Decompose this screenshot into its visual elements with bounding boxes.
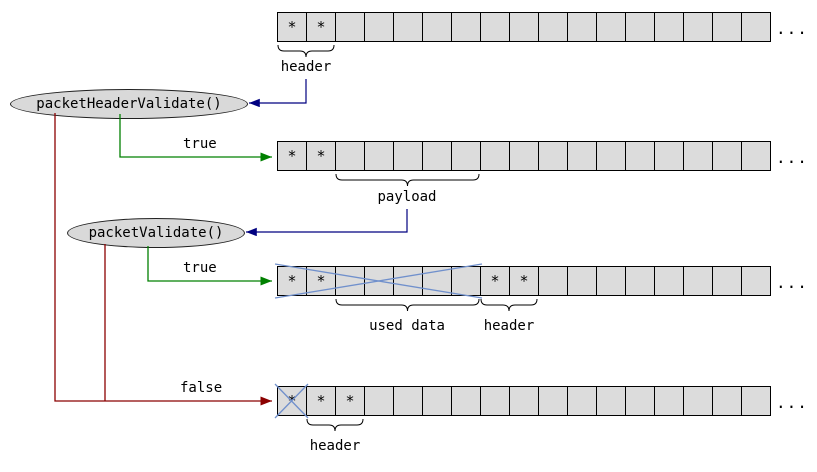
buffer-cell	[509, 386, 539, 416]
buffer-cell	[422, 12, 452, 42]
underbrace	[306, 418, 364, 432]
node-packet-validate: packetValidate()	[67, 218, 245, 248]
node-packet-header-validate: packetHeaderValidate()	[10, 89, 248, 119]
buffer-cell: *	[509, 266, 539, 296]
buffer-cell	[654, 266, 684, 296]
arrow-true-from-packet-validate	[147, 246, 272, 286]
label-header-next: header	[483, 318, 535, 334]
label-false-branch: false	[180, 380, 223, 396]
buffer-cell	[480, 12, 510, 42]
buffer-ellipsis: ...	[776, 393, 808, 412]
buffer-cell	[480, 386, 510, 416]
underbrace	[277, 44, 335, 58]
label-true-packet-validate: true	[183, 260, 217, 276]
buffer-cell	[654, 386, 684, 416]
buffer-cell	[741, 12, 771, 42]
invalidated-cross-line	[274, 383, 309, 419]
underbrace	[335, 173, 480, 187]
buffer-cell: *	[277, 12, 307, 42]
buffer-cell	[567, 386, 597, 416]
buffer-cell: *	[335, 386, 365, 416]
buffer-cell	[364, 141, 394, 171]
node-label: packetValidate()	[88, 225, 224, 241]
header-validated-buffer: **	[277, 141, 771, 171]
packet-consumed-buffer: ****	[277, 266, 771, 296]
generated-braces-and-crosses	[274, 44, 538, 432]
underbrace	[480, 298, 538, 312]
buffer-ellipsis: ...	[776, 273, 808, 292]
buffer-ellipsis: ...	[776, 148, 808, 167]
arrow-true-from-packet-header-validate	[119, 114, 272, 162]
buffer-cell: *	[306, 386, 336, 416]
buffer-cell	[364, 12, 394, 42]
buffer-cell	[596, 266, 626, 296]
buffer-cell	[335, 141, 365, 171]
buffer-cell	[451, 386, 481, 416]
buffer-cell	[393, 141, 423, 171]
label-payload: payload	[377, 189, 437, 205]
buffer-cell	[741, 386, 771, 416]
arrow-header-to-packet-header-validate	[249, 79, 307, 108]
buffer-cell	[596, 141, 626, 171]
buffer-cell	[625, 141, 655, 171]
arrow-false-to-resync-row	[54, 113, 272, 406]
label-used-data: used data	[369, 318, 445, 334]
buffer-cell	[538, 141, 568, 171]
invalidated-cross-line	[274, 263, 483, 299]
label-header-resync: header	[309, 438, 361, 454]
buffer-cell	[567, 141, 597, 171]
buffer-cell	[712, 266, 742, 296]
buffer-cell	[393, 266, 423, 296]
buffer-cell: *	[306, 141, 336, 171]
label-header-incoming: header	[280, 59, 332, 75]
buffer-cell	[364, 386, 394, 416]
buffer-cell	[509, 141, 539, 171]
incoming-packet-buffer: **	[277, 12, 771, 42]
label-true-header-validate: true	[183, 136, 217, 152]
buffer-cell	[741, 141, 771, 171]
buffer-ellipsis: ...	[776, 19, 808, 38]
underbrace	[335, 298, 480, 312]
buffer-cell	[741, 266, 771, 296]
buffer-cell: *	[306, 12, 336, 42]
arrow-payload-to-packet-validate	[246, 209, 408, 237]
buffer-cell	[393, 386, 423, 416]
node-label: packetHeaderValidate()	[36, 96, 222, 112]
buffer-cell	[625, 386, 655, 416]
